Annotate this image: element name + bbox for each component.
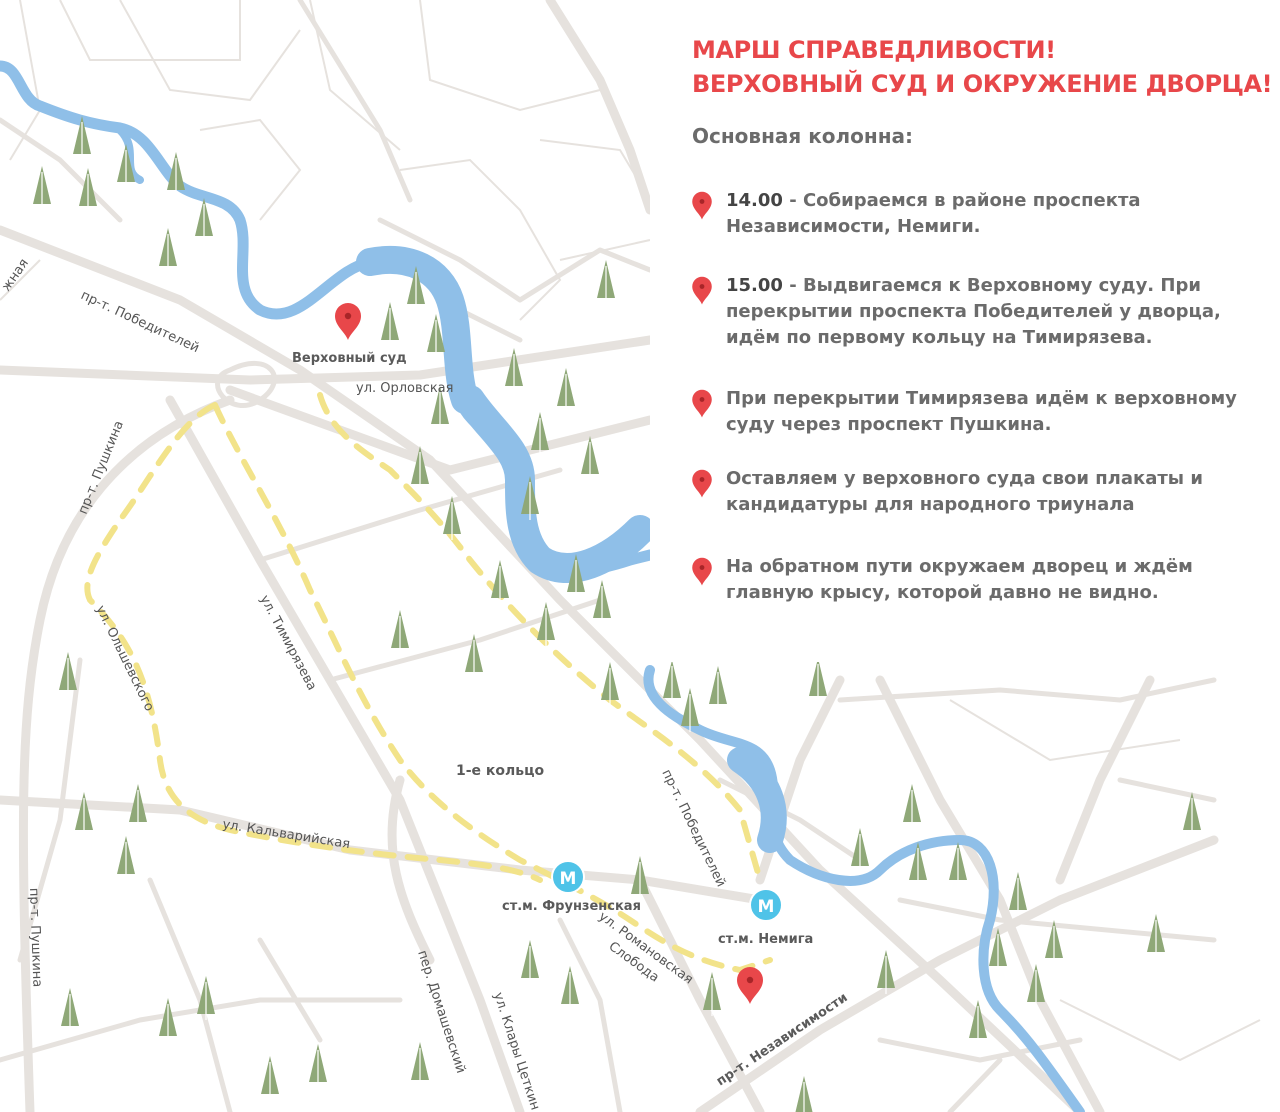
street-label: пр-т. Пушкина — [26, 888, 44, 988]
metro-frunzenskaya-label: ст.м. Фрунзенская — [502, 899, 641, 914]
title-line-2: ВЕРХОВНЫЙ СУД И ОКРУЖЕНИЕ ДВОРЦА! — [692, 70, 1273, 98]
metro-icon — [749, 888, 783, 922]
metro-nemiga-marker[interactable]: M ст.м. Немига — [718, 888, 813, 947]
step-text: 14.00 - Собираемся в районе проспекта Не… — [726, 188, 1246, 240]
step-text: 15.00 - Выдвигаемся к Верховному суду. П… — [726, 273, 1246, 351]
map-pin-icon — [335, 303, 361, 340]
street-label: ул. Орловская — [356, 381, 453, 396]
step-description: Оставляем у верховного суда свои плакаты… — [726, 468, 1203, 515]
map-pin-icon — [692, 557, 712, 586]
street-label: ул. Кальварийская — [221, 817, 351, 852]
nemiga-gathering-marker[interactable] — [737, 967, 763, 1004]
street-label: пр-т. Независимости — [714, 990, 851, 1089]
main-roads — [0, 0, 1219, 1112]
metro-symbol: M — [560, 869, 577, 889]
street-label: жная — [0, 256, 32, 294]
step-description: - Выдвигаемся к Верховному суду. При пер… — [726, 275, 1221, 348]
secondary-roads — [0, 0, 1217, 1112]
step-text: На обратном пути окружаем дворец и ждём … — [726, 554, 1246, 606]
river-svisloch — [0, 60, 1085, 1112]
metro-icon — [551, 860, 585, 894]
map-pin-icon — [692, 191, 712, 220]
step-description: - Собираемся в районе проспекта Независи… — [726, 190, 1141, 237]
step-time: 14.00 — [726, 190, 783, 211]
step-text: При перекрытии Тимирязева идём к верховн… — [726, 386, 1246, 438]
metro-nemiga-label: ст.м. Немига — [718, 932, 813, 947]
main-column-heading: Основная колонна: — [692, 124, 914, 148]
map-pin-icon — [692, 469, 712, 498]
map-pin-icon — [737, 967, 763, 1004]
minor-streets — [0, 0, 1261, 1062]
step-text: Оставляем у верховного суда свои плакаты… — [726, 466, 1246, 518]
street-label: ул. Ольшевского — [92, 603, 156, 714]
info-panel: МАРШ СПРАВЕДЛИВОСТИ! ВЕРХОВНЫЙ СУД И ОКР… — [650, 0, 1280, 662]
supreme-court-label: Верховный суд — [292, 351, 407, 366]
step-time: 15.00 — [726, 275, 783, 296]
step-description: На обратном пути окружаем дворец и ждём … — [726, 556, 1193, 603]
supreme-court-marker[interactable]: Верховный суд — [292, 303, 407, 366]
map-pin-icon — [692, 389, 712, 418]
title-line-1: МАРШ СПРАВЕДЛИВОСТИ! — [692, 36, 1056, 64]
metro-symbol: M — [758, 897, 775, 917]
first-ring-label: 1-е кольцо — [456, 763, 545, 779]
step-description: При перекрытии Тимирязева идём к верховн… — [726, 388, 1237, 435]
map-pin-icon — [692, 276, 712, 305]
metro-frunzenskaya-marker[interactable]: M ст.м. Фрунзенская — [502, 860, 641, 914]
